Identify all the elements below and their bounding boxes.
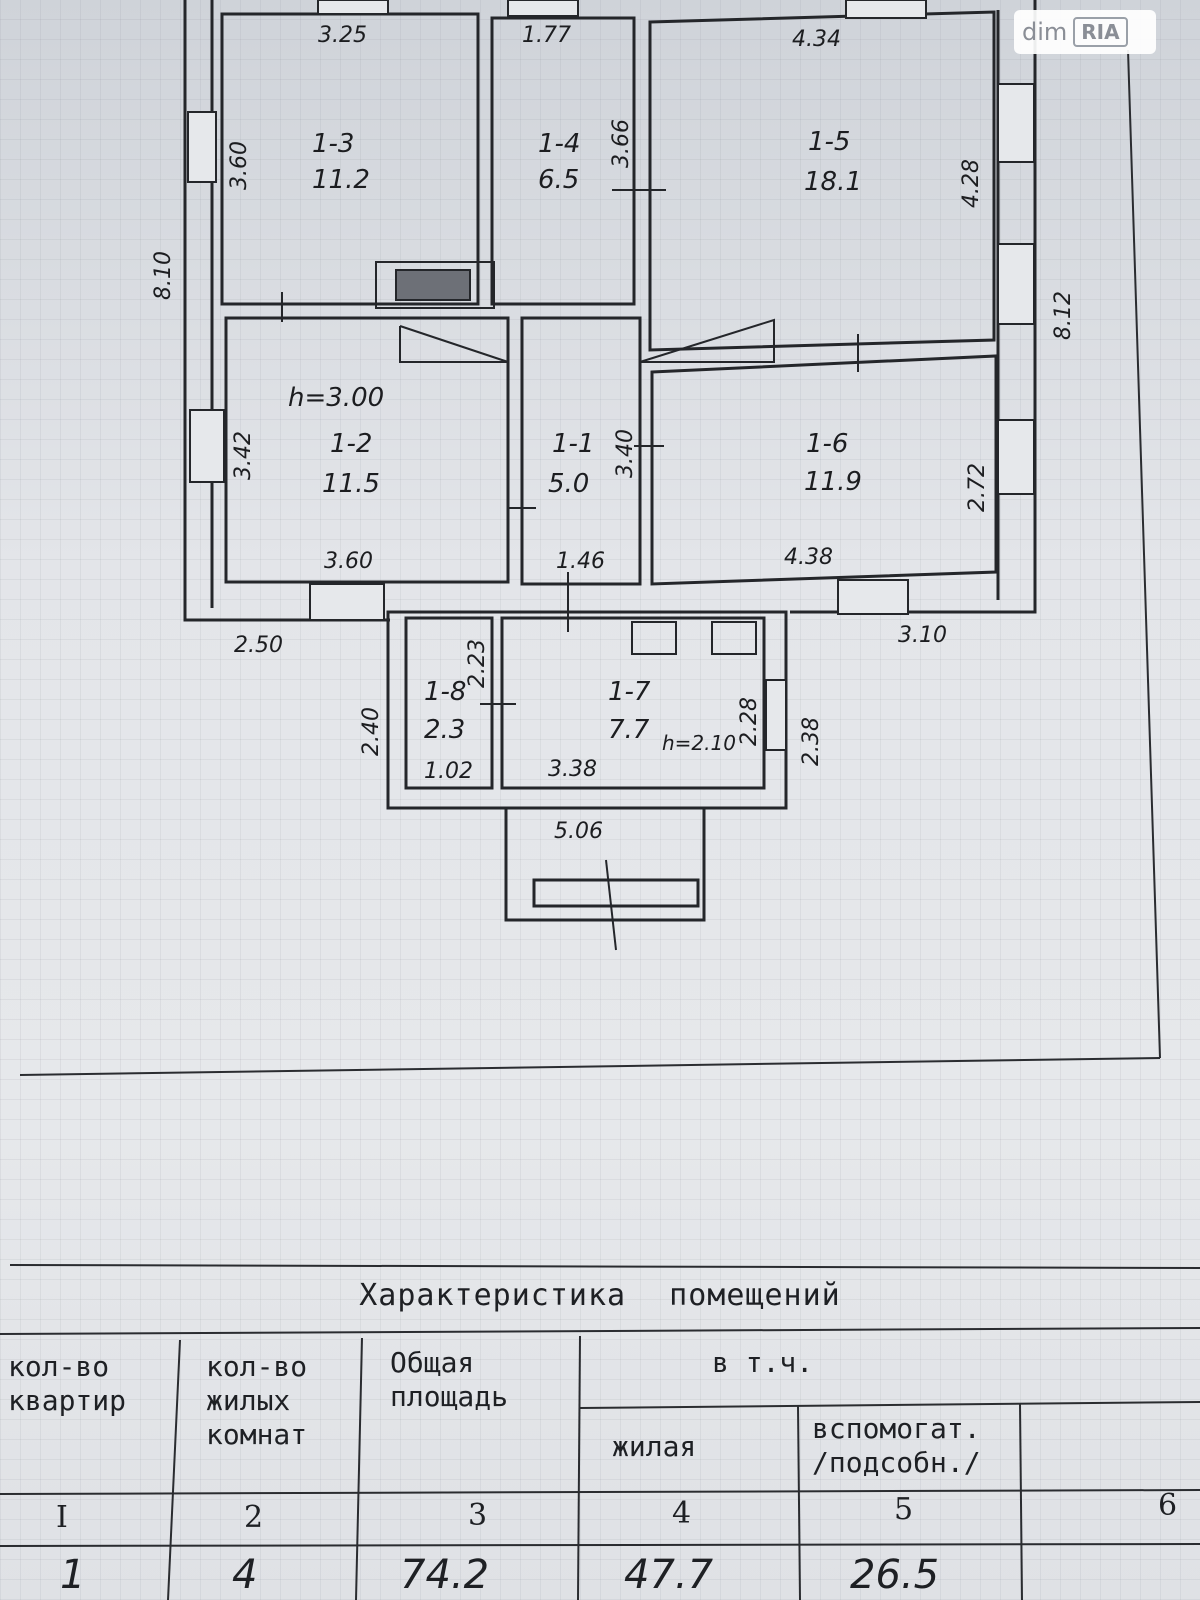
value-living-area: 47.7 — [624, 1552, 714, 1598]
room-1-8-id: 1-8 — [424, 677, 466, 707]
dim-ext-left: 2.50 — [234, 633, 283, 658]
dim-left-1-2: 3.42 — [231, 431, 256, 480]
stove-fill — [395, 269, 471, 301]
room-1-8-area: 2.3 — [424, 715, 465, 745]
dim-width-1-7: 3.38 — [548, 757, 597, 782]
dim-right-overall: 8.12 — [1051, 291, 1076, 340]
boiler-symbol — [711, 621, 757, 655]
porch-step — [532, 878, 700, 908]
stove-box — [375, 261, 495, 309]
header-living-rooms-count: кол-во жилых комнат — [206, 1350, 308, 1451]
dim-annex-left: 2.40 — [359, 707, 384, 756]
sink-symbol — [631, 621, 677, 655]
dim-top-1-4: 1.77 — [522, 23, 571, 48]
room-1-2-id: 1-2 — [330, 429, 372, 459]
header-including: в т.ч. — [712, 1346, 814, 1379]
value-apartments-count: 1 — [60, 1552, 86, 1598]
dim-bottom-1-2: 3.60 — [324, 549, 373, 574]
dim-top-1-5: 4.34 — [792, 27, 841, 52]
room-1-7-area: 7.7 — [608, 715, 650, 745]
table-top-line — [9, 1264, 1200, 1269]
dim-ext-right: 3.10 — [898, 623, 947, 648]
dim-annex-inner: 2.23 — [465, 639, 490, 688]
room-1-4-outline — [490, 16, 636, 306]
column-number-5: 5 — [894, 1492, 914, 1527]
header-total-area: Общая площадь — [390, 1346, 509, 1413]
dim-top-1-3: 3.25 — [318, 23, 367, 48]
annex-ceiling-height: h=2.10 — [662, 731, 736, 755]
stair-wedge-left — [399, 325, 509, 363]
watermark-ria-logo: RIA — [1073, 17, 1128, 47]
frame-right-line — [1127, 49, 1161, 1059]
room-1-5-id: 1-5 — [808, 127, 850, 157]
dim-right-1-4: 3.66 — [609, 119, 634, 168]
dim-right-1-1: 3.40 — [613, 429, 638, 478]
room-1-3-outline — [220, 12, 480, 306]
value-total-area: 74.2 — [400, 1552, 490, 1598]
porch-outline — [504, 808, 706, 922]
room-1-6-outline — [650, 354, 998, 586]
dim-annex-right: 2.38 — [799, 717, 824, 766]
header-living-area: жилая — [612, 1430, 697, 1463]
room-1-2-area: 11.5 — [322, 469, 380, 499]
column-number-4: 4 — [672, 1496, 692, 1531]
room-1-4-area: 6.5 — [538, 165, 579, 195]
frame-bottom-line — [19, 1057, 1161, 1076]
room-1-1-area: 5.0 — [548, 469, 589, 499]
header-auxiliary-area: вспомогат. /подсобн./ — [812, 1412, 981, 1479]
room-1-4-id: 1-4 — [538, 129, 580, 159]
table-title: Характеристика помещений — [359, 1278, 841, 1313]
column-number-1: I — [56, 1500, 68, 1535]
room-1-1-outline — [520, 316, 642, 586]
room-1-2-outline — [224, 316, 510, 584]
watermark-dim-text: dim — [1022, 18, 1068, 46]
dim-ria-watermark: dim RIA — [1014, 10, 1156, 54]
dim-right-1-5: 4.28 — [959, 159, 984, 208]
main-ceiling-height: h=3.00 — [288, 383, 384, 413]
room-1-5-area: 18.1 — [804, 167, 862, 197]
room-1-6-area: 11.9 — [804, 467, 862, 497]
dim-left-overall: 8.10 — [151, 251, 176, 300]
dim-right-1-6: 2.72 — [965, 463, 990, 512]
dim-annex-1-7-right: 2.28 — [737, 697, 762, 746]
dim-width-1-8: 1.02 — [424, 759, 473, 784]
room-1-6-id: 1-6 — [806, 429, 848, 459]
room-1-1-id: 1-1 — [552, 429, 594, 459]
dim-bottom-1-1: 1.46 — [556, 549, 605, 574]
dim-bottom-1-6: 4.38 — [784, 545, 833, 570]
room-walls — [220, 10, 998, 922]
column-number-3: 3 — [468, 1498, 488, 1533]
dim-annex-total: 5.06 — [554, 819, 603, 844]
header-apartments-count: кол-во квартир — [8, 1350, 127, 1417]
room-1-3-area: 11.2 — [312, 165, 370, 195]
value-auxiliary-area: 26.5 — [850, 1552, 940, 1598]
stair-wedge-right — [639, 318, 775, 363]
table-grid — [0, 1327, 1200, 1600]
exterior-walls — [183, 0, 1037, 622]
room-1-3-id: 1-3 — [312, 129, 354, 159]
dim-left-1-3: 3.60 — [227, 141, 252, 190]
windows — [187, 0, 1035, 751]
column-number-6: 6 — [1158, 1488, 1178, 1523]
value-living-rooms-count: 4 — [232, 1552, 258, 1598]
column-number-2: 2 — [244, 1500, 264, 1535]
room-1-7-id: 1-7 — [608, 677, 651, 707]
